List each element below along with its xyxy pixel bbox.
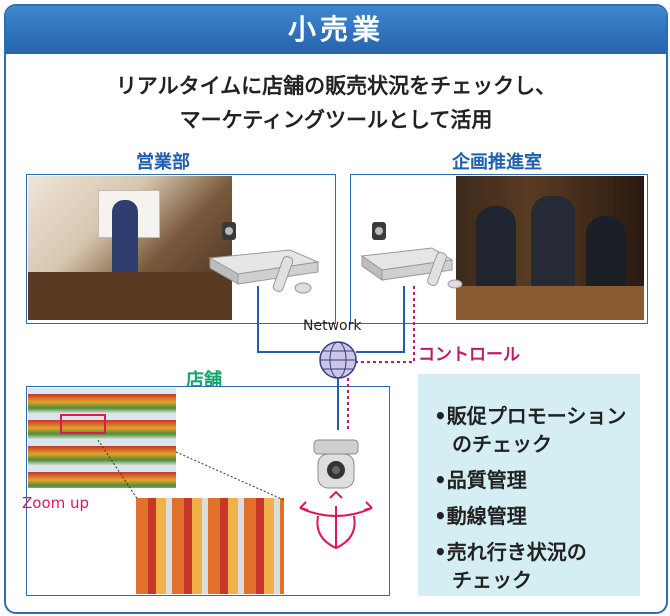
sales-meeting-photo (28, 176, 232, 320)
ptz-camera-icon (313, 439, 359, 489)
store-shelf-photo (28, 388, 176, 488)
network-line-planning (356, 286, 405, 353)
subtitle-line-2: マーケティングツールとして活用 (179, 108, 493, 132)
network-line-sales (257, 286, 320, 353)
control-line (356, 286, 415, 363)
store-label: 店舗 (186, 370, 222, 391)
use-case-promotion: •販促プロモーション (434, 404, 627, 428)
control-label: コントロール (418, 345, 520, 365)
page-title: 小売業 (287, 13, 384, 46)
network-globe-icon (319, 341, 357, 379)
planning-meeting-photo (456, 176, 644, 320)
use-case-sales-cont: チェック (452, 568, 532, 592)
sales-dept-label: 営業部 (136, 152, 190, 173)
zoom-shelf-photo (136, 498, 284, 594)
rotation-arrows-icon (299, 490, 373, 550)
planning-room-label: 企画推進室 (452, 152, 542, 173)
network-label: Network (303, 318, 362, 334)
use-cases-panel (418, 374, 640, 596)
use-case-flow: •動線管理 (434, 504, 527, 528)
use-case-sales: •売れ行き状況の (434, 540, 587, 564)
sales-video-unit (208, 222, 320, 294)
use-case-quality: •品質管理 (434, 468, 527, 492)
subtitle-line-1: リアルタイムに店舗の販売状況をチェックし、 (115, 74, 557, 98)
zoom-up-label: Zoom up (22, 494, 90, 512)
use-case-promotion-cont: のチェック (452, 432, 552, 456)
planning-video-unit (360, 222, 463, 289)
title-bar: 小売業 (6, 6, 666, 54)
